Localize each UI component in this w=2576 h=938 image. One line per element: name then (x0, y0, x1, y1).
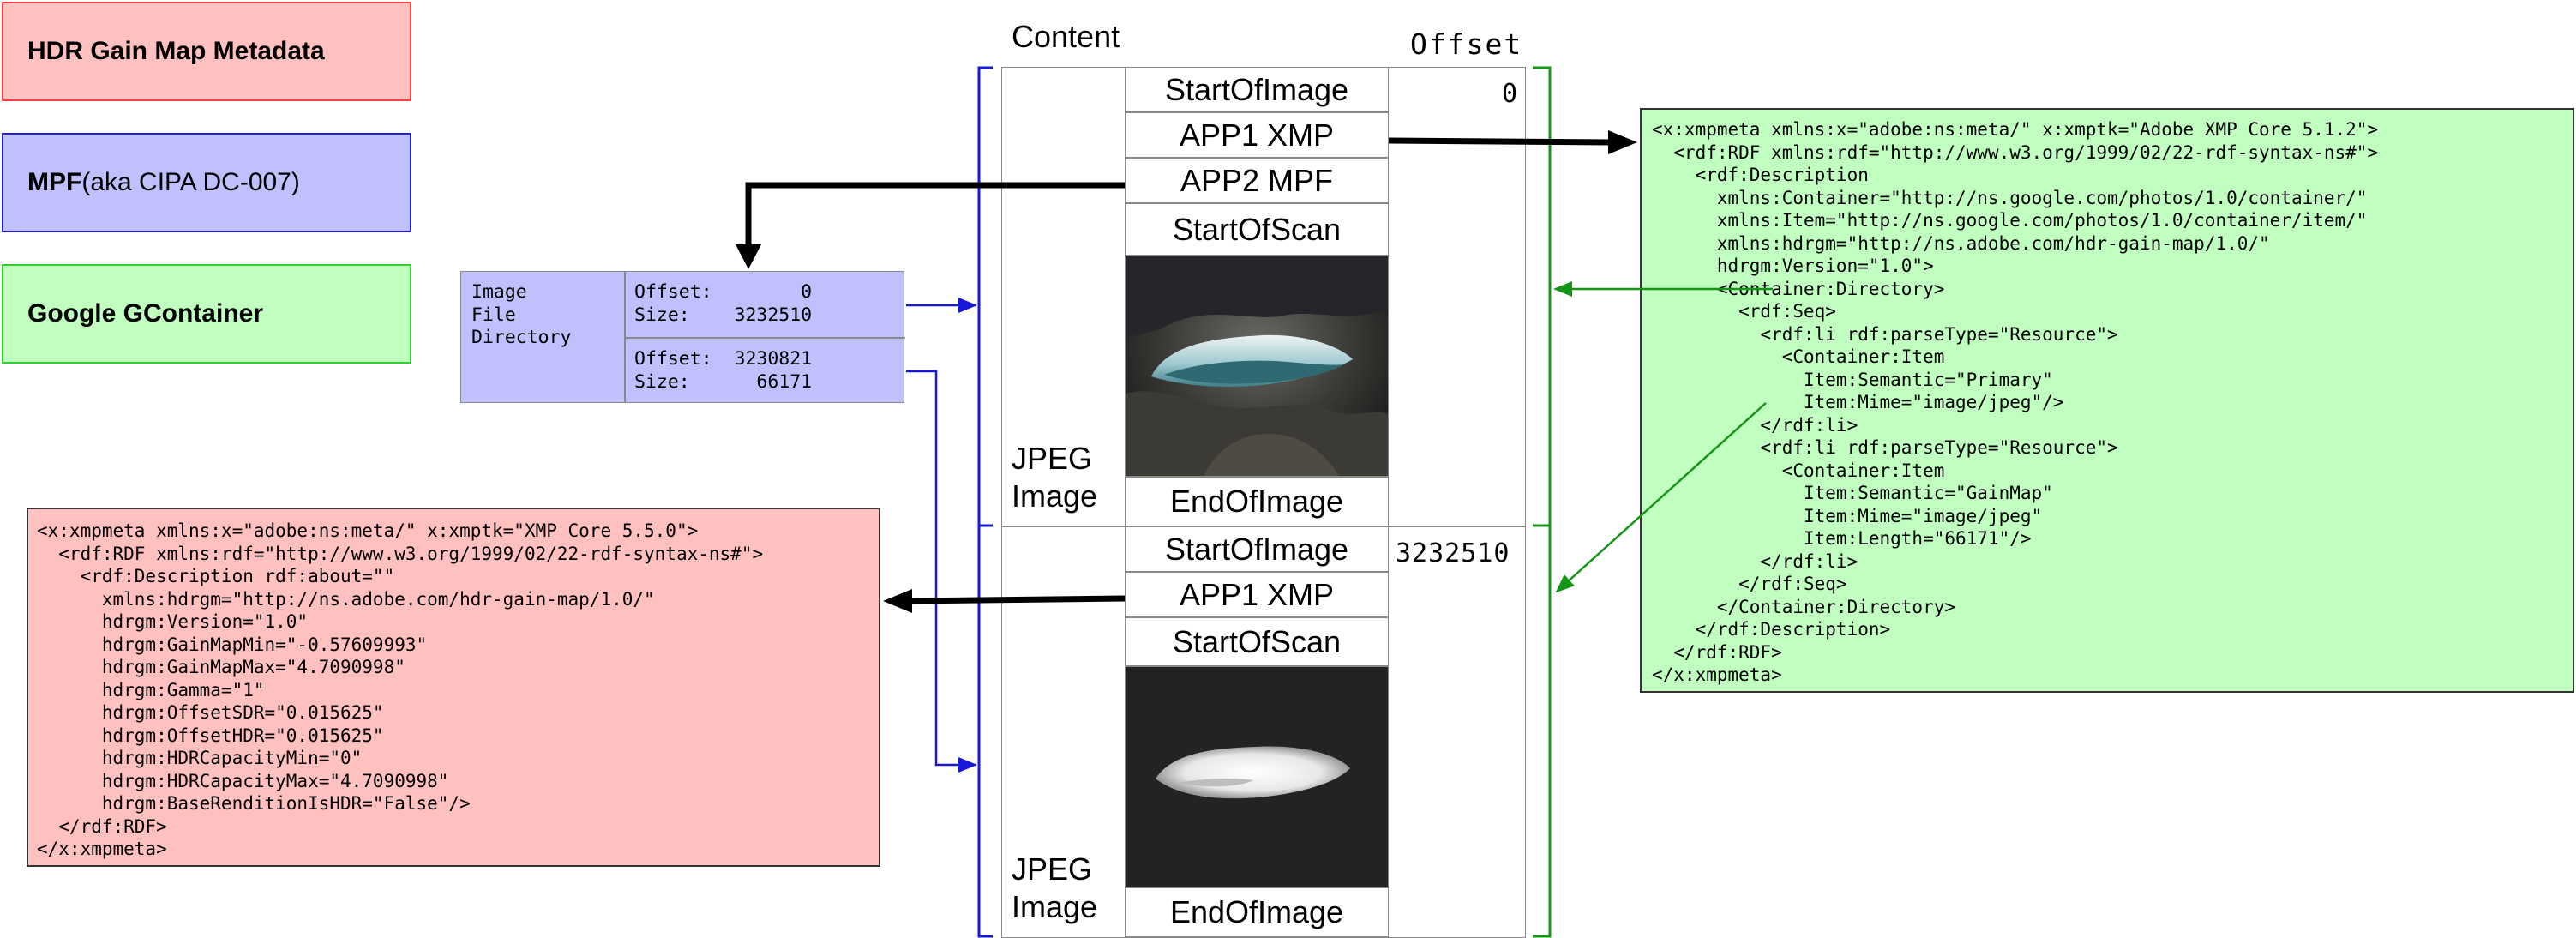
gainmap-start-of-image: StartOfImage (1125, 526, 1389, 572)
primary-jpeg-label-line2: Image (1012, 478, 1098, 514)
primary-app1-xmp: APP1 XMP (1125, 112, 1389, 158)
gainmap-end-of-image: EndOfImage (1125, 887, 1389, 937)
primary-start-of-scan: StartOfScan (1125, 203, 1389, 256)
mpf-to-ifd-arrowhead (736, 244, 761, 269)
primary-start-of-image: StartOfImage (1125, 67, 1389, 112)
hdr-xmp-box: <x:xmpmeta xmlns:x="adobe:ns:meta/" x:xm… (27, 508, 880, 867)
legend-hdr-label: HDR Gain Map Metadata (27, 37, 325, 65)
ifd-entry-gainmap: Offset: 3230821 Size: 66171 (634, 348, 813, 393)
primary-app2-mpf: APP2 MPF (1125, 158, 1389, 203)
gainmap-image-photo (1125, 666, 1389, 887)
gainmap-jpeg-label: JPEG Image (1012, 851, 1097, 926)
legend-mpf-suffix: (aka CIPA DC-007) (81, 168, 300, 196)
primary-image-photo (1125, 256, 1389, 477)
ifd-entry-primary: Offset: 0 Size: 3232510 (634, 281, 813, 326)
app1-to-hdr-arrowhead (883, 589, 912, 613)
legend-mpf-label: MPF (27, 168, 82, 196)
offset-header: Offset (1410, 27, 1523, 61)
legend-gcontainer-label: Google GContainer (27, 299, 264, 328)
content-header: Content (1012, 19, 1120, 54)
primary-end-of-image: EndOfImage (1125, 477, 1389, 526)
gainmap-jpeg-label-line1: JPEG (1012, 851, 1093, 887)
legend-gcontainer: Google GContainer (2, 264, 411, 364)
gainmap-offset: 3232510 (1396, 538, 1510, 568)
mpf-bracket (977, 66, 993, 938)
gainmap-app1-xmp: APP1 XMP (1125, 572, 1389, 617)
ifd-row-divider (624, 337, 905, 339)
ifd-label: Image File Directory (471, 281, 572, 348)
app1-to-gcontainer-arrowhead (1608, 130, 1637, 154)
primary-jpeg-label-line1: JPEG (1012, 441, 1093, 476)
ifd-gainmap-arrow (906, 370, 977, 773)
gcontainer-xmp-box: <x:xmpmeta xmlns:x="adobe:ns:meta/" x:xm… (1640, 108, 2574, 693)
gainmap-start-of-scan: StartOfScan (1125, 617, 1389, 666)
legend-hdr-gain-map: HDR Gain Map Metadata (2, 2, 411, 101)
primary-jpeg-label: JPEG Image (1012, 440, 1097, 515)
mpf-image-file-directory: Image File Directory Offset: 0 Size: 323… (460, 271, 905, 403)
primary-offset: 0 (1501, 79, 1517, 109)
gcontainer-xmp-text: <x:xmpmeta xmlns:x="adobe:ns:meta/" x:xm… (1652, 119, 2379, 685)
legend-mpf: MPF (aka CIPA DC-007) (2, 133, 411, 232)
hdr-xmp-text: <x:xmpmeta xmlns:x="adobe:ns:meta/" x:xm… (37, 520, 764, 859)
gainmap-jpeg-label-line2: Image (1012, 889, 1098, 924)
gcontainer-bracket (1533, 66, 1552, 938)
